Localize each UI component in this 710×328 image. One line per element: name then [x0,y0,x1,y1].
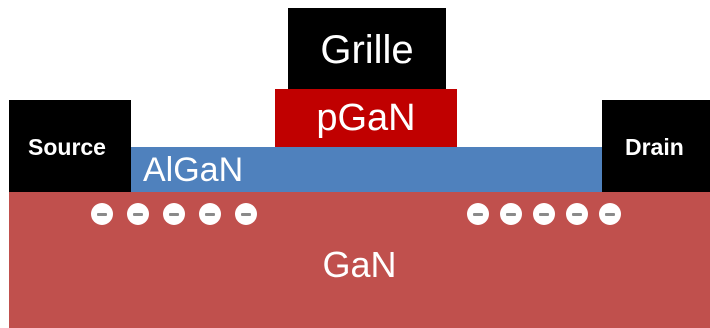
drain-label: Drain [625,134,684,160]
electron-icon [467,203,489,225]
gan-label: GaN [322,244,397,285]
algan-layer: AlGaN [131,147,602,192]
grille-gate: Grille [288,8,446,89]
gan-layer: GaN [9,192,710,328]
electron-icon [500,203,522,225]
electron-icon [91,203,113,225]
electron-icon [599,203,621,225]
source-contact: Source [9,100,131,192]
electron-icon [163,203,185,225]
drain-contact: Drain [602,100,710,192]
electron-icon [235,203,257,225]
pgan-label: pGaN [316,97,416,139]
source-label: Source [28,134,106,160]
pgan-layer: pGaN [275,89,457,147]
electron-icon [533,203,555,225]
grille-label: Grille [320,28,414,72]
electron-icon [199,203,221,225]
electron-icon [127,203,149,225]
electron-icon [566,203,588,225]
algan-label: AlGaN [143,151,244,189]
